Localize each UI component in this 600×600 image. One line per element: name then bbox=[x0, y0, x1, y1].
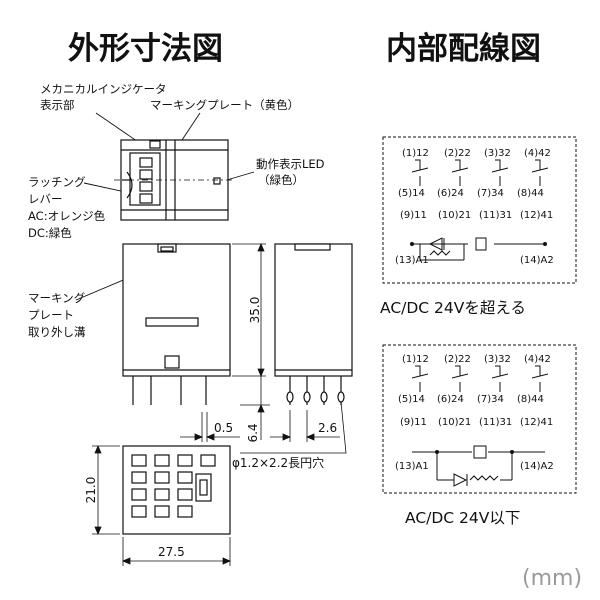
w1-node-a1 bbox=[410, 242, 414, 246]
w2-term-r2c1: (5)14 bbox=[398, 394, 425, 405]
w2-term-r2c2: (6)24 bbox=[437, 394, 464, 405]
w1-coil-a1: (13)A1 bbox=[395, 255, 429, 266]
w1-term-r1c1: (1)12 bbox=[402, 148, 429, 159]
w2-node-a2 bbox=[510, 450, 514, 454]
w2-term-r1c3: (3)32 bbox=[484, 354, 511, 365]
w1-term-r2c4: (8)44 bbox=[517, 188, 544, 199]
latch-label-ac: AC:オレンジ色 bbox=[28, 209, 106, 223]
w1-term-r3c1: (9)11 bbox=[400, 210, 427, 221]
w1-coil-a2: (14)A2 bbox=[520, 255, 554, 266]
relay-side-view bbox=[274, 243, 353, 405]
w1-term-r3c4: (12)41 bbox=[520, 210, 553, 221]
dim-pin-pitch bbox=[270, 410, 340, 442]
w2-node-a1 bbox=[435, 450, 439, 454]
groove-label-3: 取り外し溝 bbox=[28, 325, 86, 339]
w1-term-r1c4: (4)42 bbox=[524, 148, 551, 159]
marking-plate-label: マーキングプレート（黄色） bbox=[150, 98, 299, 112]
indicator-label-2: 表示部 bbox=[40, 98, 75, 112]
w2-coil-a1: (13)A1 bbox=[395, 461, 429, 472]
w2-term-r3c2: (10)21 bbox=[438, 417, 471, 428]
indicator-label: メカニカルインジケータ bbox=[40, 82, 167, 96]
w2-term-r1c4: (4)42 bbox=[524, 354, 551, 365]
w1-term-r3c2: (10)21 bbox=[438, 210, 471, 221]
w1-term-r2c1: (5)14 bbox=[398, 188, 425, 199]
dim-pin-offset bbox=[180, 412, 240, 442]
wiring-box-1 bbox=[382, 136, 577, 284]
w1-node-a2 bbox=[543, 242, 547, 246]
w2-term-r2c3: (7)34 bbox=[477, 394, 504, 405]
relay-front-view bbox=[122, 243, 231, 405]
dim-height bbox=[232, 242, 266, 378]
dim-depth-value: 21.0 bbox=[84, 477, 98, 504]
w2-term-r1c1: (1)12 bbox=[402, 354, 429, 365]
latch-label: ラッチング bbox=[28, 175, 86, 189]
dim-pin-length bbox=[240, 376, 270, 440]
w2-term-r3c4: (12)41 bbox=[520, 417, 553, 428]
dim-pin-pitch-value: 2.6 bbox=[318, 421, 337, 435]
latch-label-2: レバー bbox=[28, 192, 63, 206]
wiring-2-terminals: (1)12 (2)22 (3)32 (4)42 (5)14 (6)24 (7)3… bbox=[395, 354, 554, 472]
relay-bottom-view bbox=[122, 445, 231, 535]
groove-label: マーキング bbox=[28, 291, 86, 305]
groove-label-2: プレート bbox=[28, 308, 74, 322]
w2-term-r1c2: (2)22 bbox=[444, 354, 471, 365]
dimensions-title: 外形寸法図 bbox=[68, 31, 223, 67]
wiring-2-caption: AC/DC 24V以下 bbox=[405, 509, 520, 527]
slot-spec: φ1.2×2.2長円穴 bbox=[232, 455, 324, 470]
wiring-title: 内部配線図 bbox=[386, 31, 541, 67]
dim-width-value: 27.5 bbox=[158, 545, 185, 559]
slot-leader bbox=[240, 401, 347, 454]
led-label-2: （緑色） bbox=[258, 173, 304, 187]
wiring-1-contacts bbox=[411, 159, 549, 261]
wiring-box-2 bbox=[382, 344, 577, 494]
unit-label: (mm) bbox=[522, 566, 582, 591]
dim-pin-offset-value: 0.5 bbox=[214, 421, 233, 435]
dim-height-value: 35.0 bbox=[248, 297, 262, 324]
w1-term-r3c3: (11)31 bbox=[479, 210, 512, 221]
w2-term-r2c4: (8)44 bbox=[517, 394, 544, 405]
w1-term-r2c2: (6)24 bbox=[437, 188, 464, 199]
w2-coil-a2: (14)A2 bbox=[520, 461, 554, 472]
wiring-1-terminals: (1)12 (2)22 (3)32 (4)42 (5)14 (6)24 (7)3… bbox=[395, 148, 554, 266]
dim-pin-length-value: 6.4 bbox=[246, 423, 260, 442]
w2-term-r3c1: (9)11 bbox=[400, 417, 427, 428]
w2-term-r3c3: (11)31 bbox=[479, 417, 512, 428]
w1-term-r1c3: (3)32 bbox=[484, 148, 511, 159]
w1-term-r2c3: (7)34 bbox=[477, 188, 504, 199]
led-label: 動作表示LED bbox=[256, 157, 325, 171]
w1-term-r1c2: (2)22 bbox=[444, 148, 471, 159]
latch-label-dc: DC:緑色 bbox=[28, 226, 72, 240]
wiring-2-contacts bbox=[411, 365, 549, 487]
dim-width bbox=[121, 537, 232, 566]
wiring-1-caption: AC/DC 24Vを超える bbox=[380, 299, 526, 317]
dim-depth bbox=[92, 444, 120, 536]
